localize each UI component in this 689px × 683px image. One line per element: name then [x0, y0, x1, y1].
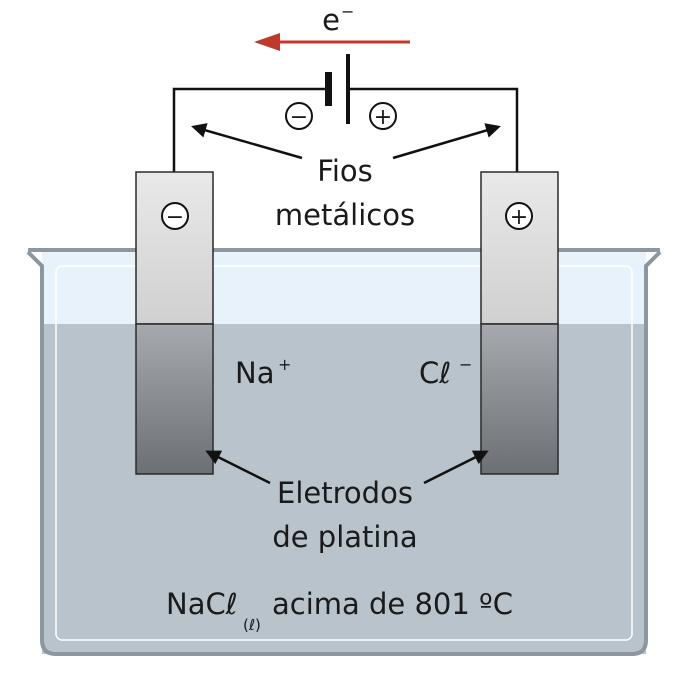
- electron-charge: −: [341, 2, 354, 21]
- electrodes-pointer-left: [205, 450, 271, 485]
- melt-state: (ℓ): [243, 616, 261, 634]
- electrodes-pointer-right: [423, 450, 489, 485]
- wires-pointer-right: [392, 123, 501, 160]
- cation-charge: +: [278, 355, 291, 374]
- wires-pointer-left: [191, 123, 303, 160]
- anode-sign-circle: [505, 202, 533, 230]
- left-wire: [172, 87, 329, 172]
- anode-electrode: [480, 171, 559, 475]
- electrodes-label-line2: de platina: [272, 520, 417, 554]
- cathode-sign-circle: [161, 202, 189, 230]
- electron-flow-arrow: [254, 33, 410, 51]
- battery: [325, 54, 350, 124]
- anode-sign: +: [510, 205, 528, 230]
- battery-negative-plate: [325, 72, 332, 106]
- battery-positive-plate: [346, 54, 350, 124]
- anion-charge: −: [459, 355, 472, 374]
- right-wire: [348, 87, 519, 172]
- battery-negative-sign: −: [290, 105, 308, 130]
- battery-positive-sign: +: [374, 105, 392, 130]
- battery-negative-circle: [285, 102, 313, 130]
- melt-formula: NaCℓ: [166, 587, 238, 621]
- beaker-inner-highlight: [55, 265, 633, 641]
- battery-positive-circle: [369, 102, 397, 130]
- cathode-electrode: [135, 171, 214, 475]
- electrodes-label-line1: Eletrodos: [277, 476, 413, 510]
- beaker-outline: [26, 250, 662, 656]
- wires-label-line2: metálicos: [275, 198, 415, 232]
- anion-label: Cℓ: [419, 356, 451, 390]
- wires-label-line1: Fios: [317, 154, 372, 188]
- electron-label: e: [322, 3, 340, 37]
- melt-description: acima de 801 ºC: [272, 587, 513, 621]
- cation-label: Na: [235, 356, 274, 390]
- cathode-sign: −: [166, 205, 184, 230]
